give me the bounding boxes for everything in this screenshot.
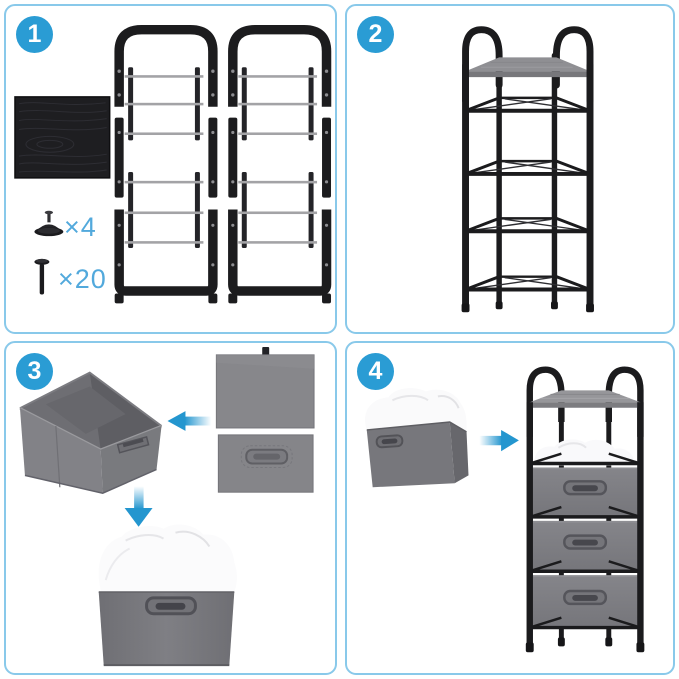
step-2-panel: 2	[345, 4, 675, 334]
stuffed-fabric-drawer	[365, 388, 469, 488]
step-4-number: 4	[368, 357, 383, 385]
wood-top-board	[14, 96, 111, 179]
caster-count-label: ×4	[64, 212, 97, 242]
step-3-number: 3	[27, 357, 42, 385]
step-3-panel: 3	[4, 341, 337, 675]
frame-side-panel-right	[228, 30, 331, 304]
step-1-number: 1	[27, 20, 42, 48]
step-4-badge: 4	[357, 353, 394, 390]
step-3-illustration	[19, 346, 315, 667]
step-4-illustration	[365, 366, 645, 653]
step-1-panel: 1 ×4 ×20	[4, 4, 337, 334]
step-2-illustration	[461, 26, 594, 313]
step-2-badge: 2	[357, 16, 394, 53]
right-arrow-icon	[479, 429, 519, 452]
screw-count-label: ×20	[58, 264, 107, 294]
fabric-drawer-2	[532, 520, 638, 571]
open-fabric-bin	[19, 371, 163, 494]
caster-foot	[34, 210, 64, 237]
step-4-panel: 4	[345, 341, 675, 675]
fabric-drawer-1	[532, 467, 638, 516]
down-arrow-icon	[124, 486, 153, 527]
fabric-drawer-3	[532, 575, 638, 627]
frame-side-panel-left	[115, 30, 218, 304]
screw-pin	[34, 258, 50, 295]
step-2-number: 2	[368, 20, 383, 48]
step-3-badge: 3	[16, 353, 53, 390]
stuffed-fabric-drawer	[98, 524, 237, 667]
fabric-handle-panel	[217, 434, 314, 493]
step-1-illustration	[14, 6, 335, 332]
step-1-badge: 1	[16, 16, 53, 53]
left-arrow-icon	[167, 411, 212, 431]
fabric-back-panel	[215, 346, 315, 429]
assembled-storage-tower	[525, 366, 645, 653]
assembled-frame-rack	[461, 26, 594, 313]
